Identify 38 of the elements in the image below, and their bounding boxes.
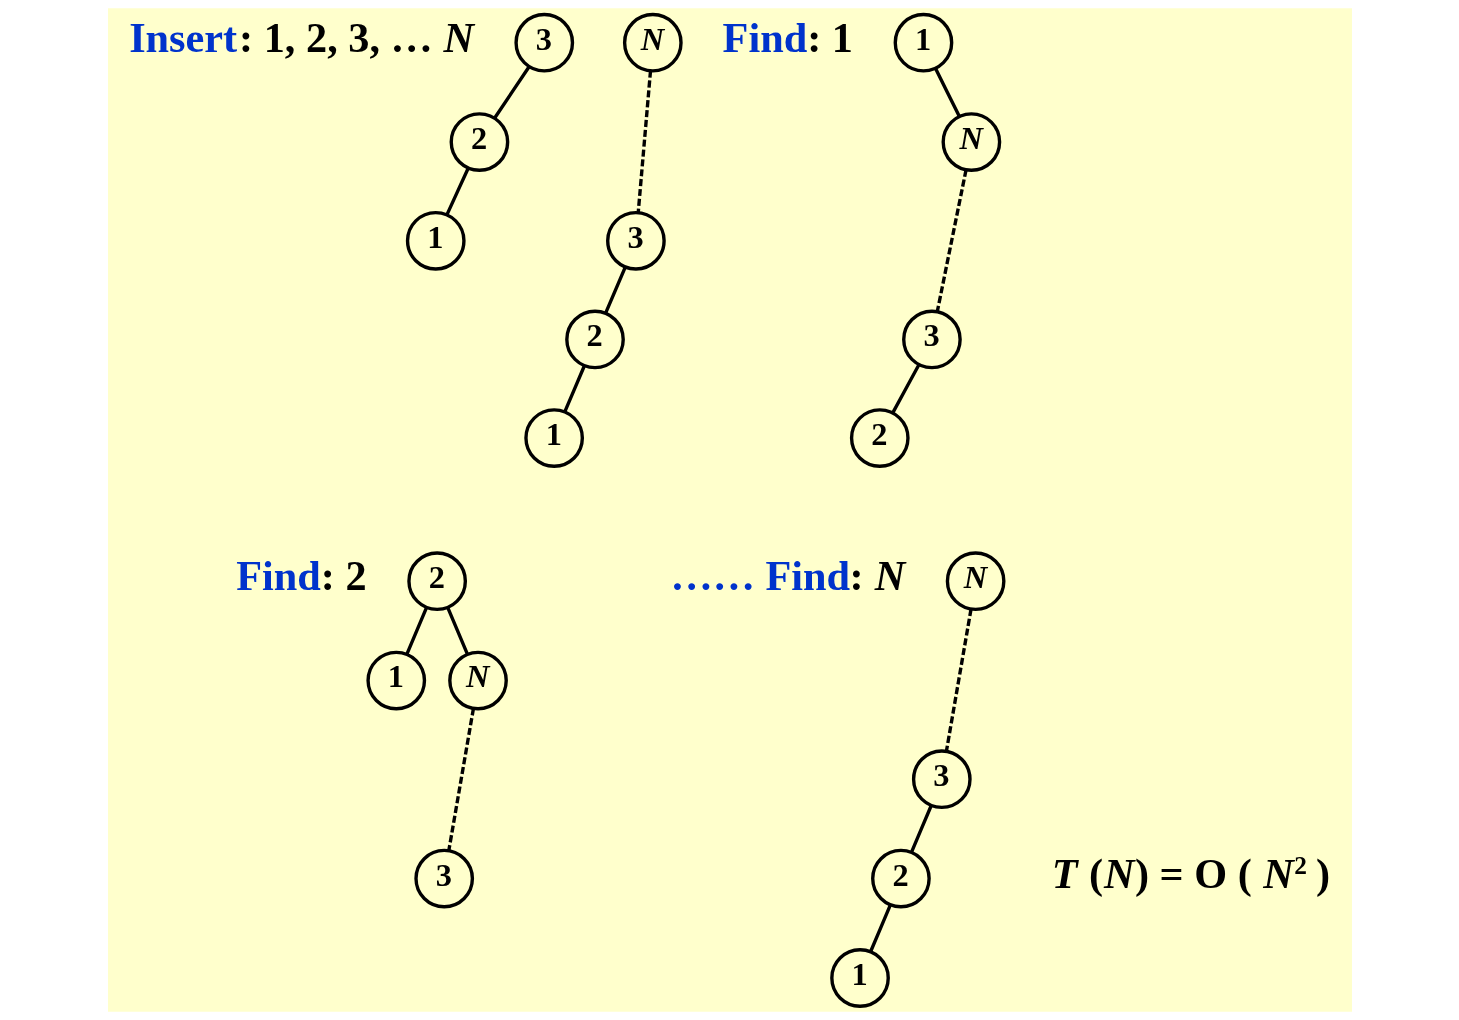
connector: [890, 363, 920, 414]
label: T (N) = O ( N$^{2}$ ): [1051, 849, 1330, 897]
connector: [404, 606, 428, 655]
node-circle: 2: [849, 408, 910, 468]
node-circle: 2: [406, 551, 467, 612]
connector: [562, 365, 586, 412]
node-circle: 1: [405, 210, 466, 271]
node-circle: 3: [901, 309, 962, 370]
node-circle: 2: [564, 309, 625, 370]
label: …… Find: N: [669, 552, 905, 600]
node-circle: 3: [513, 12, 574, 73]
label: Find: 1: [722, 13, 853, 61]
connector: [446, 708, 475, 852]
node-circle: 1: [829, 948, 890, 1008]
connector: [603, 266, 627, 314]
node-circle: 3: [605, 210, 666, 271]
label: Insert: 1, 2, 3, … N: [128, 13, 474, 61]
connector: [636, 70, 652, 213]
node-circle: 3: [413, 848, 474, 909]
node-circle: 2: [870, 848, 931, 909]
node-circle: 1: [365, 650, 426, 711]
node-circle: 1: [893, 12, 953, 73]
label: Find: 2: [235, 552, 367, 600]
connector: [492, 66, 530, 119]
connector: [445, 167, 470, 216]
node-circle: N: [941, 112, 1001, 172]
node-circle: N: [945, 551, 1005, 612]
node-circle: 1: [523, 408, 584, 468]
node-circle: N: [622, 12, 683, 73]
connector: [445, 606, 469, 655]
node-circle: 2: [449, 112, 509, 172]
node-circle: N: [447, 650, 508, 711]
connector: [868, 904, 892, 953]
node-circle: 3: [911, 749, 972, 810]
connector: [933, 67, 961, 117]
connector: [935, 169, 968, 313]
connector: [944, 609, 973, 752]
connector: [909, 804, 933, 853]
